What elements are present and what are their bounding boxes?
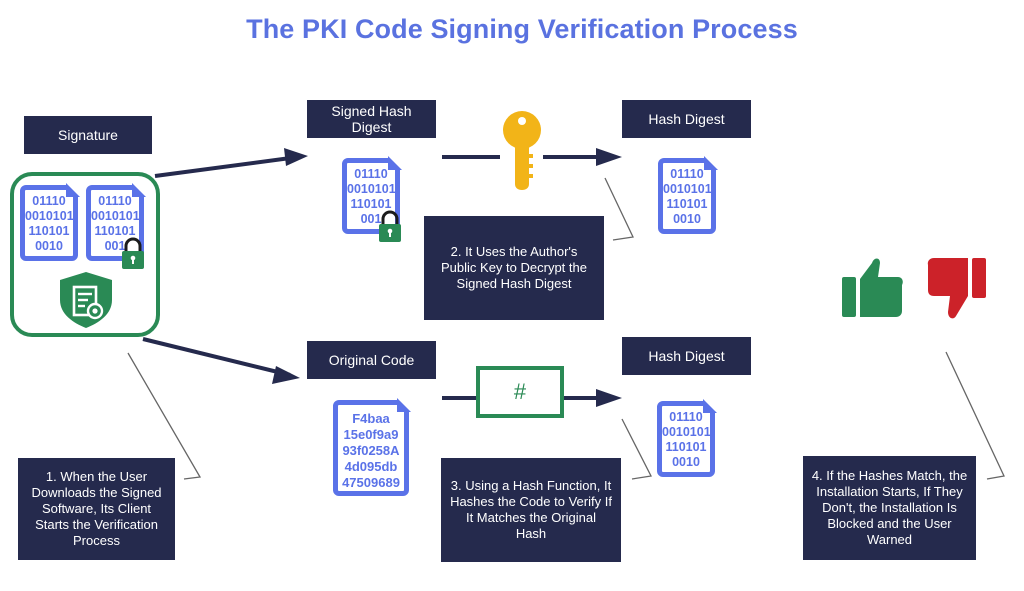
original-code-document: F4baa 15e0f9a9 93f0258A 4d095db 47509689: [333, 398, 411, 496]
arrow-signature-to-original-code: [142, 337, 300, 384]
signature-encrypted-document: 01110 0010101 110101 001: [86, 183, 146, 261]
hash-digest-label-top: Hash Digest: [622, 100, 751, 138]
diagram-title: The PKI Code Signing Verification Proces…: [246, 14, 798, 44]
signature-label: Signature: [24, 116, 152, 154]
signature-binary-document: 01110 0010101 110101 0010: [20, 183, 80, 261]
decrypted-hash-document: 01110 0010101 110101 0010: [658, 156, 718, 234]
thumbs-down-icon: [927, 258, 986, 319]
signed-hash-digest-label: Signed Hash Digest: [307, 100, 436, 138]
certificate-shield-icon: [60, 272, 112, 328]
key-icon: [503, 111, 541, 190]
step-4-note: 4. If the Hashes Match, the Installation…: [803, 456, 976, 560]
lock-icon: [122, 237, 144, 269]
step-3-note: 3. Using a Hash Function, It Hashes the …: [441, 458, 621, 562]
callout-line-step-2: [604, 177, 634, 241]
callout-line-step-3: [621, 418, 652, 480]
arrow-signature-to-signed-hash: [154, 148, 308, 178]
lock-icon: [379, 210, 401, 242]
hash-function-box: #: [476, 366, 564, 418]
step-1-note: 1. When the User Downloads the Signed So…: [18, 458, 175, 560]
computed-hash-document: 01110 0010101 110101 0010: [657, 399, 717, 477]
step-2-note: 2. It Uses the Author's Public Key to De…: [424, 216, 604, 320]
signed-hash-document: 01110 0010101 110101 001: [342, 156, 402, 234]
original-code-label: Original Code: [307, 341, 436, 379]
hash-digest-label-bottom: Hash Digest: [622, 337, 751, 375]
thumbs-up-icon: [842, 258, 903, 317]
